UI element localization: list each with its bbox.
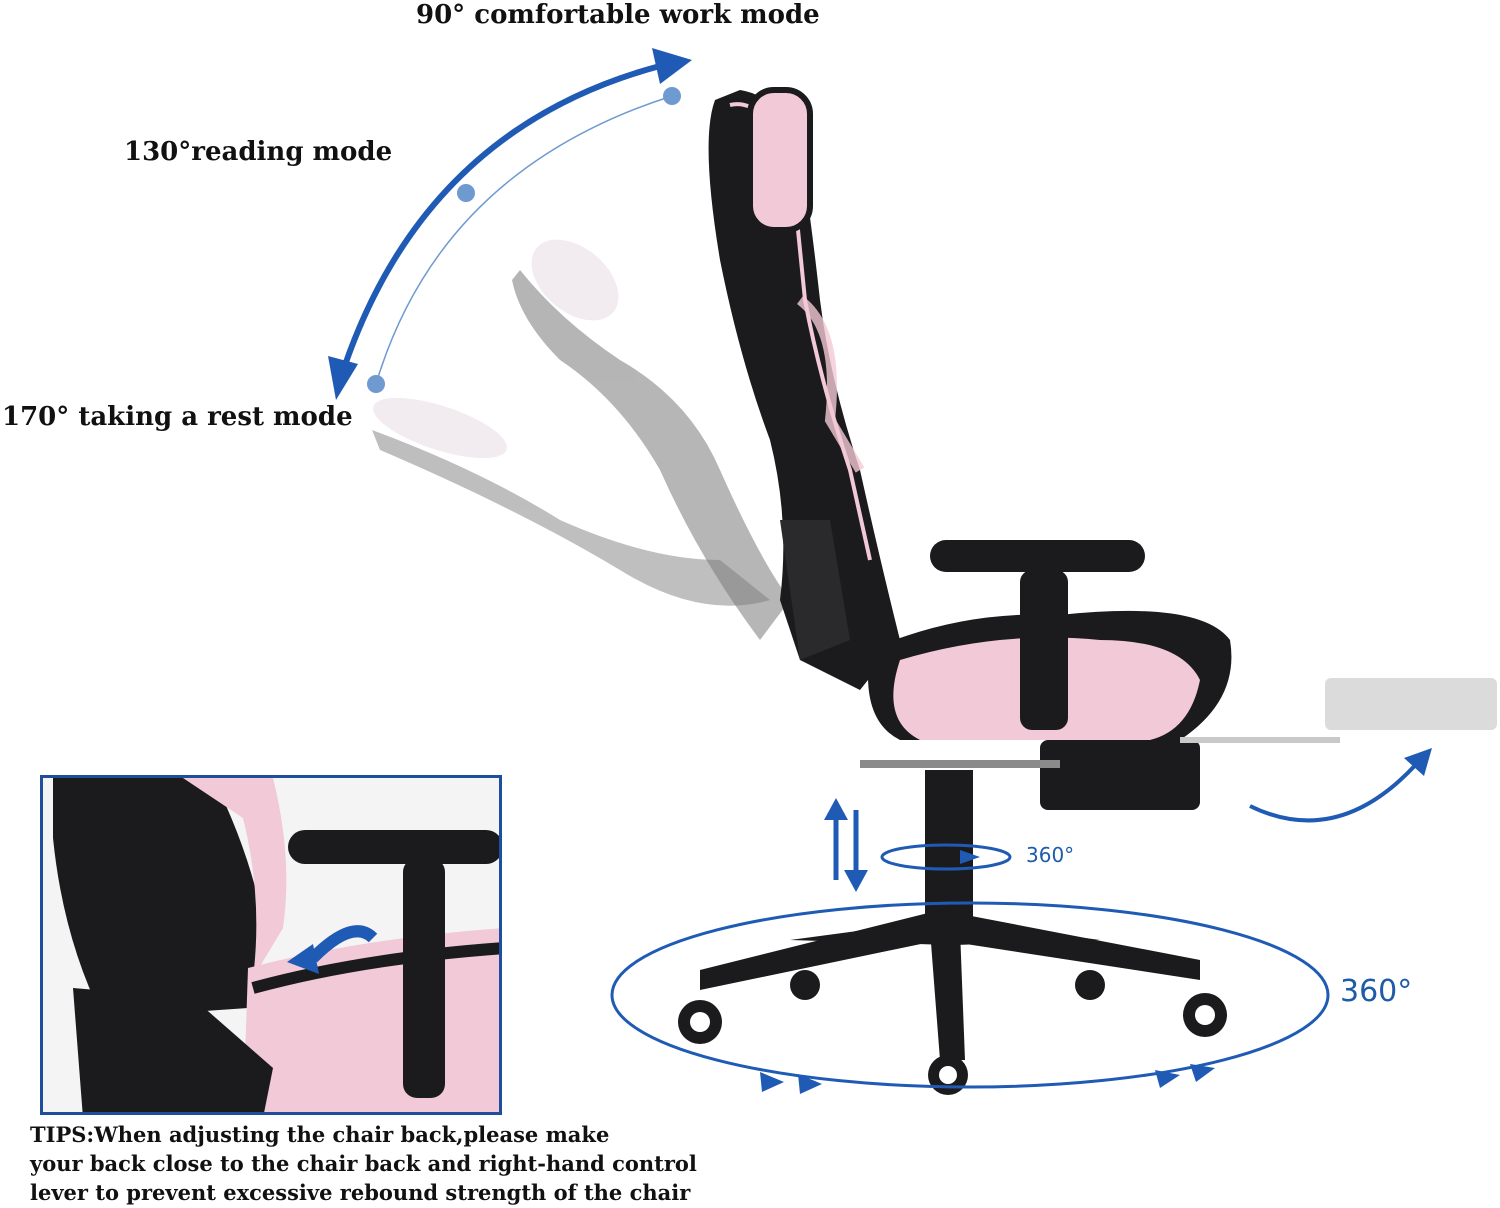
tips-line-3: lever to prevent excessive rebound stren… <box>30 1180 691 1205</box>
swivel-degree-label: 360° <box>1026 843 1075 867</box>
work-position-dot <box>663 87 681 105</box>
tips-line-1: TIPS:When adjusting the chair back,pleas… <box>30 1122 610 1147</box>
tips-text: TIPS:When adjusting the chair back,pleas… <box>30 1120 697 1207</box>
lever-closeup-drawing <box>53 778 499 1112</box>
swivel-ring <box>880 843 1012 871</box>
height-adjust-arrows <box>824 798 868 892</box>
rest-position-dot <box>367 375 385 393</box>
ghost-chair-back-130 <box>512 239 790 640</box>
recline-mechanism <box>780 520 850 660</box>
work-mode-label: 90° comfortable work mode <box>416 0 820 30</box>
chair-backrest <box>708 87 900 690</box>
base-degree-label: 360° <box>1340 974 1413 1009</box>
gas-lift <box>860 760 1060 920</box>
tips-line-2: your back close to the chair back and ri… <box>30 1151 697 1176</box>
lever-closeup-inset <box>40 775 502 1115</box>
headrest-pillow <box>747 87 813 233</box>
chair-base <box>678 910 1227 1095</box>
armrest <box>930 540 1145 730</box>
reading-mode-label: 130°reading mode <box>124 137 393 167</box>
recline-position-arc <box>367 87 681 393</box>
base-rotation-ellipse <box>610 901 1330 1094</box>
ghost-chair-back-170 <box>372 397 770 606</box>
footrest <box>1040 678 1497 823</box>
reading-position-dot <box>457 184 475 202</box>
rest-mode-label: 170° taking a rest mode <box>2 402 353 432</box>
recline-arc-arrow <box>328 48 692 400</box>
